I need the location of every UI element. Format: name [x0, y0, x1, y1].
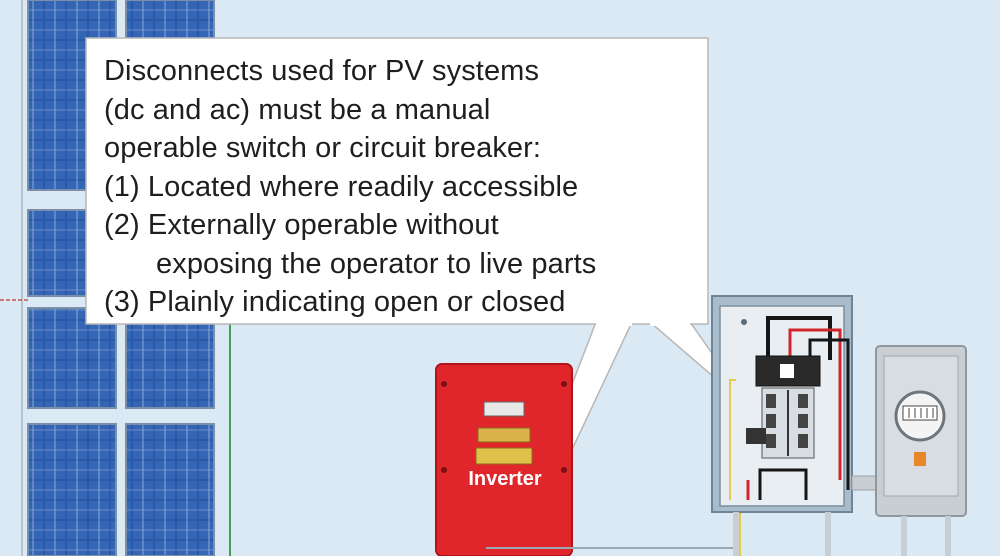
requirement-item-2-continued: exposing the operator to live parts [156, 247, 597, 280]
inverter-display [483, 401, 525, 417]
pv-breaker [746, 428, 766, 444]
meter-seal [914, 452, 926, 466]
service-panel [711, 295, 853, 513]
inverter-label: Inverter [468, 468, 542, 490]
callout-line: Disconnects used for PV systems [104, 55, 540, 87]
callout-line: operable switch or circuit breaker: [104, 132, 542, 164]
requirement-item-3: (3) Plainly indicating open or closed [104, 286, 566, 318]
requirement-item-1: (1) Located where readily accessible [104, 170, 579, 203]
solar-panel [125, 423, 215, 556]
inverter-indicator [477, 427, 531, 443]
utility-meter [875, 345, 967, 517]
solar-panel [27, 423, 117, 556]
requirement-item-2: (2) Externally operable without [104, 209, 499, 241]
callout-text: Disconnects used for PV systems (dc and … [104, 52, 704, 322]
callout-line: (dc and ac) must be a manual [104, 93, 491, 126]
inverter [435, 363, 573, 556]
inverter-indicator [475, 447, 533, 465]
